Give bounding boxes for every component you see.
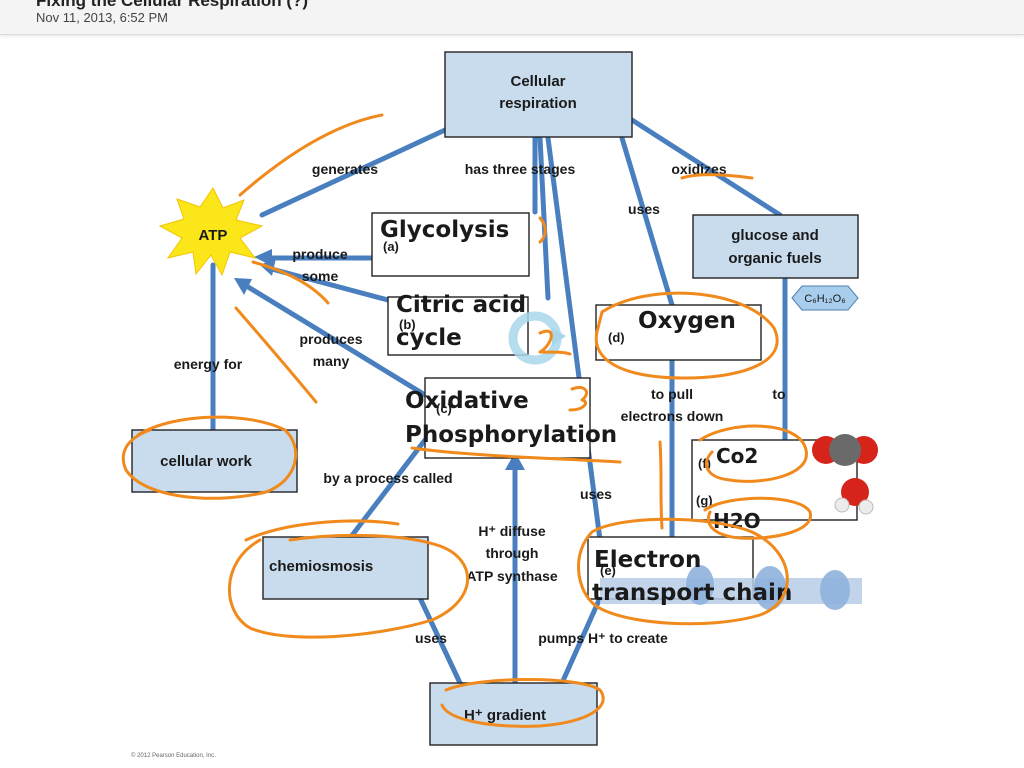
- edge-produce-1: produce: [292, 246, 347, 262]
- glucose-label-2: organic fuels: [728, 250, 821, 267]
- h2o-molecule-icon: [834, 478, 874, 515]
- note-title: Fixing the Cellular Respiration (?): [36, 0, 309, 10]
- formula-label: C₆H₁₂O₆: [804, 293, 845, 305]
- oxphos-label-2: Phosphorylation: [405, 422, 617, 448]
- co2-label: Co2: [716, 444, 758, 468]
- oxphos-label-1: Oxidative: [405, 388, 529, 414]
- letter-b: (b): [399, 317, 416, 332]
- edge-by-process: by a process called: [323, 470, 452, 486]
- edge-oxidizes: oxidizes: [671, 161, 726, 177]
- h-gradient-label: H⁺ gradient: [464, 707, 546, 724]
- co2-molecule-icon: [812, 434, 878, 466]
- edge-uses-etc: uses: [580, 486, 612, 502]
- copyright-notice: © 2012 Pearson Education, Inc.: [131, 753, 216, 759]
- citric-acid-label-2: cycle: [396, 325, 462, 351]
- cellular-respiration-node: [444, 51, 633, 138]
- etc-label-1: Electron: [594, 547, 701, 573]
- letter-g: (g): [696, 493, 713, 508]
- edge-uses-bottom: uses: [415, 630, 447, 646]
- edge-generates: generates: [312, 161, 378, 177]
- h-gradient-node: [429, 682, 598, 746]
- glucose-node: [692, 214, 859, 279]
- glycolysis-label: Glycolysis: [380, 217, 509, 243]
- edge-to-pull-1: to pull: [651, 386, 693, 402]
- connector-lines: [210, 117, 788, 686]
- atp-label: ATP: [199, 227, 228, 244]
- edge-to-pull-2: electrons down: [621, 408, 724, 424]
- cycle-arrow-icon: [508, 311, 566, 365]
- oxygen-label: Oxygen: [638, 308, 736, 334]
- edge-pumps: pumps H⁺ to create: [538, 630, 668, 646]
- membrane-protein-icon: [600, 565, 862, 610]
- edge-h-diffuse-1: H⁺ diffuse: [478, 523, 545, 539]
- formula-hexagon-icon: [791, 285, 859, 311]
- glucose-label-1: glucose and: [731, 227, 819, 244]
- cellular-work-label: cellular work: [160, 453, 252, 470]
- handwritten-annotations: [121, 113, 812, 728]
- letter-a: (a): [383, 239, 399, 254]
- edge-h-diffuse-3: ATP synthase: [466, 568, 558, 584]
- chemiosmosis-node: [262, 536, 429, 600]
- edge-has-three-stages: has three stages: [465, 161, 576, 177]
- edge-produces-1: produces: [299, 331, 362, 347]
- atp-burst-icon: [158, 187, 264, 277]
- cellular-work-node: [131, 429, 298, 493]
- letter-e: (e): [600, 563, 616, 578]
- h2o-label: H2O: [713, 509, 761, 533]
- edge-h-diffuse-2: through: [486, 545, 539, 561]
- chemiosmosis-label: chemiosmosis: [269, 558, 373, 575]
- edge-produces-2: many: [313, 353, 350, 369]
- citric-acid-node: [387, 296, 529, 356]
- letter-c: (c): [436, 401, 452, 416]
- glycolysis-node: [371, 212, 530, 277]
- letter-d: (d): [608, 330, 625, 345]
- note-timestamp: Nov 11, 2013, 6:52 PM: [36, 10, 169, 25]
- citric-acid-label-1: Citric acid: [396, 292, 526, 318]
- edge-energy-for: energy for: [174, 356, 243, 372]
- edge-to: to: [772, 386, 785, 402]
- cellular-respiration-label-2: respiration: [499, 95, 577, 112]
- oxidative-phosphorylation-node: [424, 377, 591, 459]
- etc-label-2: transport chain: [592, 580, 792, 606]
- cellular-respiration-label-1: Cellular: [510, 73, 565, 90]
- edge-produce-2: some: [302, 268, 339, 284]
- edge-uses-oxygen: uses: [628, 201, 660, 217]
- note-header: Fixing the Cellular Respiration (?) Nov …: [0, 0, 1024, 35]
- oxygen-node: [595, 304, 762, 361]
